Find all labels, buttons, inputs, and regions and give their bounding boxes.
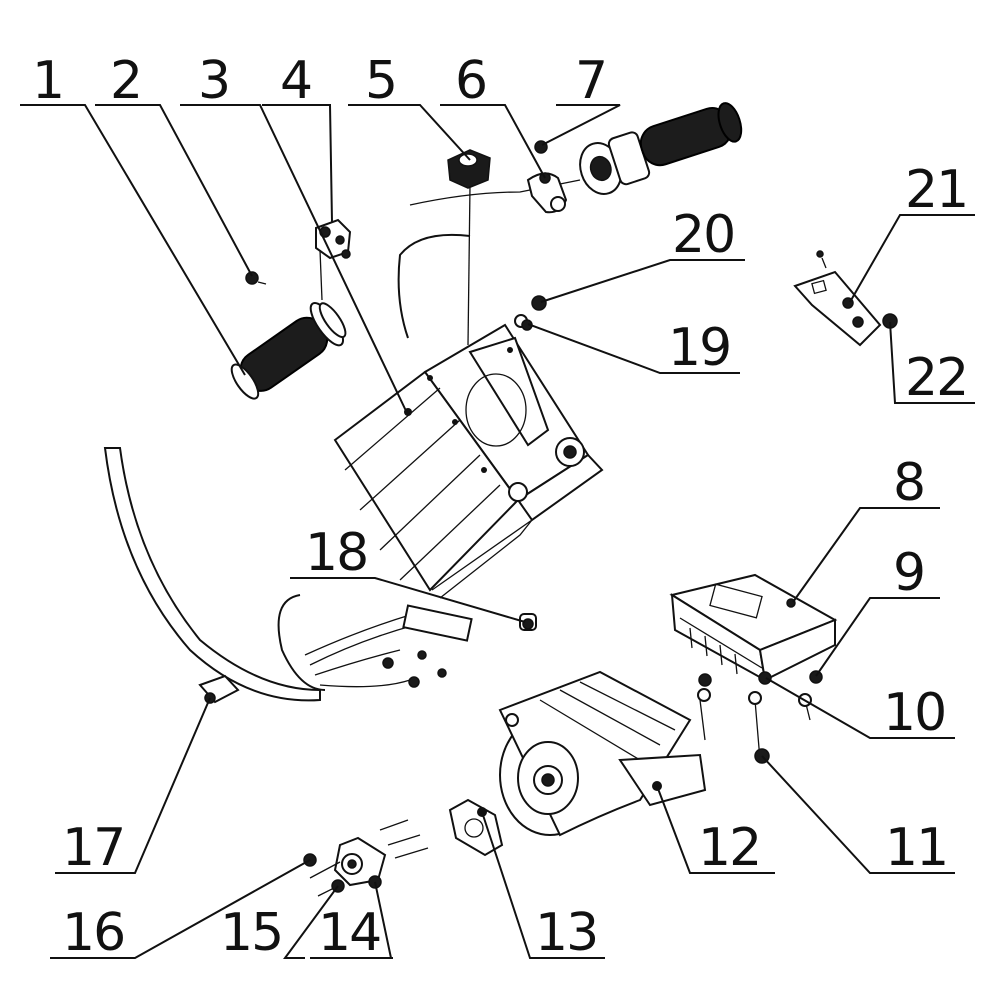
callout-11: 11 [885,818,947,878]
bolts-part-11 [697,688,812,764]
callout-3: 3 [198,51,231,111]
callout-5: 5 [365,51,398,111]
sensor-assembly-part [303,819,429,897]
callout-12: 12 [698,818,760,878]
spacer-part [519,613,537,631]
wiring-harness-part [103,447,473,704]
callout-4: 4 [280,51,313,111]
callout-18: 18 [305,523,367,583]
callout-2: 2 [110,51,143,111]
callout-1: 1 [32,51,65,111]
callout-20: 20 [672,205,734,265]
callout-21: 21 [905,160,967,220]
callout-13: 13 [535,903,597,963]
callout-8: 8 [893,453,926,513]
battery-box-part [333,323,604,599]
bracket-part-21 [793,250,882,347]
controller-part [669,573,838,682]
leader-lines [20,104,975,959]
throttle-bracket-part [526,172,568,214]
right-throttle-grip-part [579,102,743,195]
callout-7: 7 [575,51,608,111]
gasket-part [448,798,504,857]
small-screw-part [245,271,267,285]
throttle-cable [409,179,581,206]
callout-22: 22 [905,348,967,408]
washer-part-19 [514,314,533,331]
callout-6: 6 [455,51,488,111]
nut-part-20 [531,295,547,311]
callout-14: 14 [318,903,380,963]
callout-17: 17 [62,818,124,878]
left-grip-part [230,302,347,400]
motor-part [498,670,707,837]
callout-16: 16 [62,903,124,963]
washer-part-10 [698,671,772,687]
callout-labels: 1 2 3 4 5 6 7 20 19 21 22 18 8 9 10 11 1… [32,51,969,963]
callout-15: 15 [220,903,282,963]
callout-19: 19 [668,318,730,378]
callout-9: 9 [893,543,926,603]
upper-cable [397,233,471,339]
callout-10: 10 [883,683,945,743]
nut-part-9 [809,670,823,684]
key-switch-part [447,149,491,346]
